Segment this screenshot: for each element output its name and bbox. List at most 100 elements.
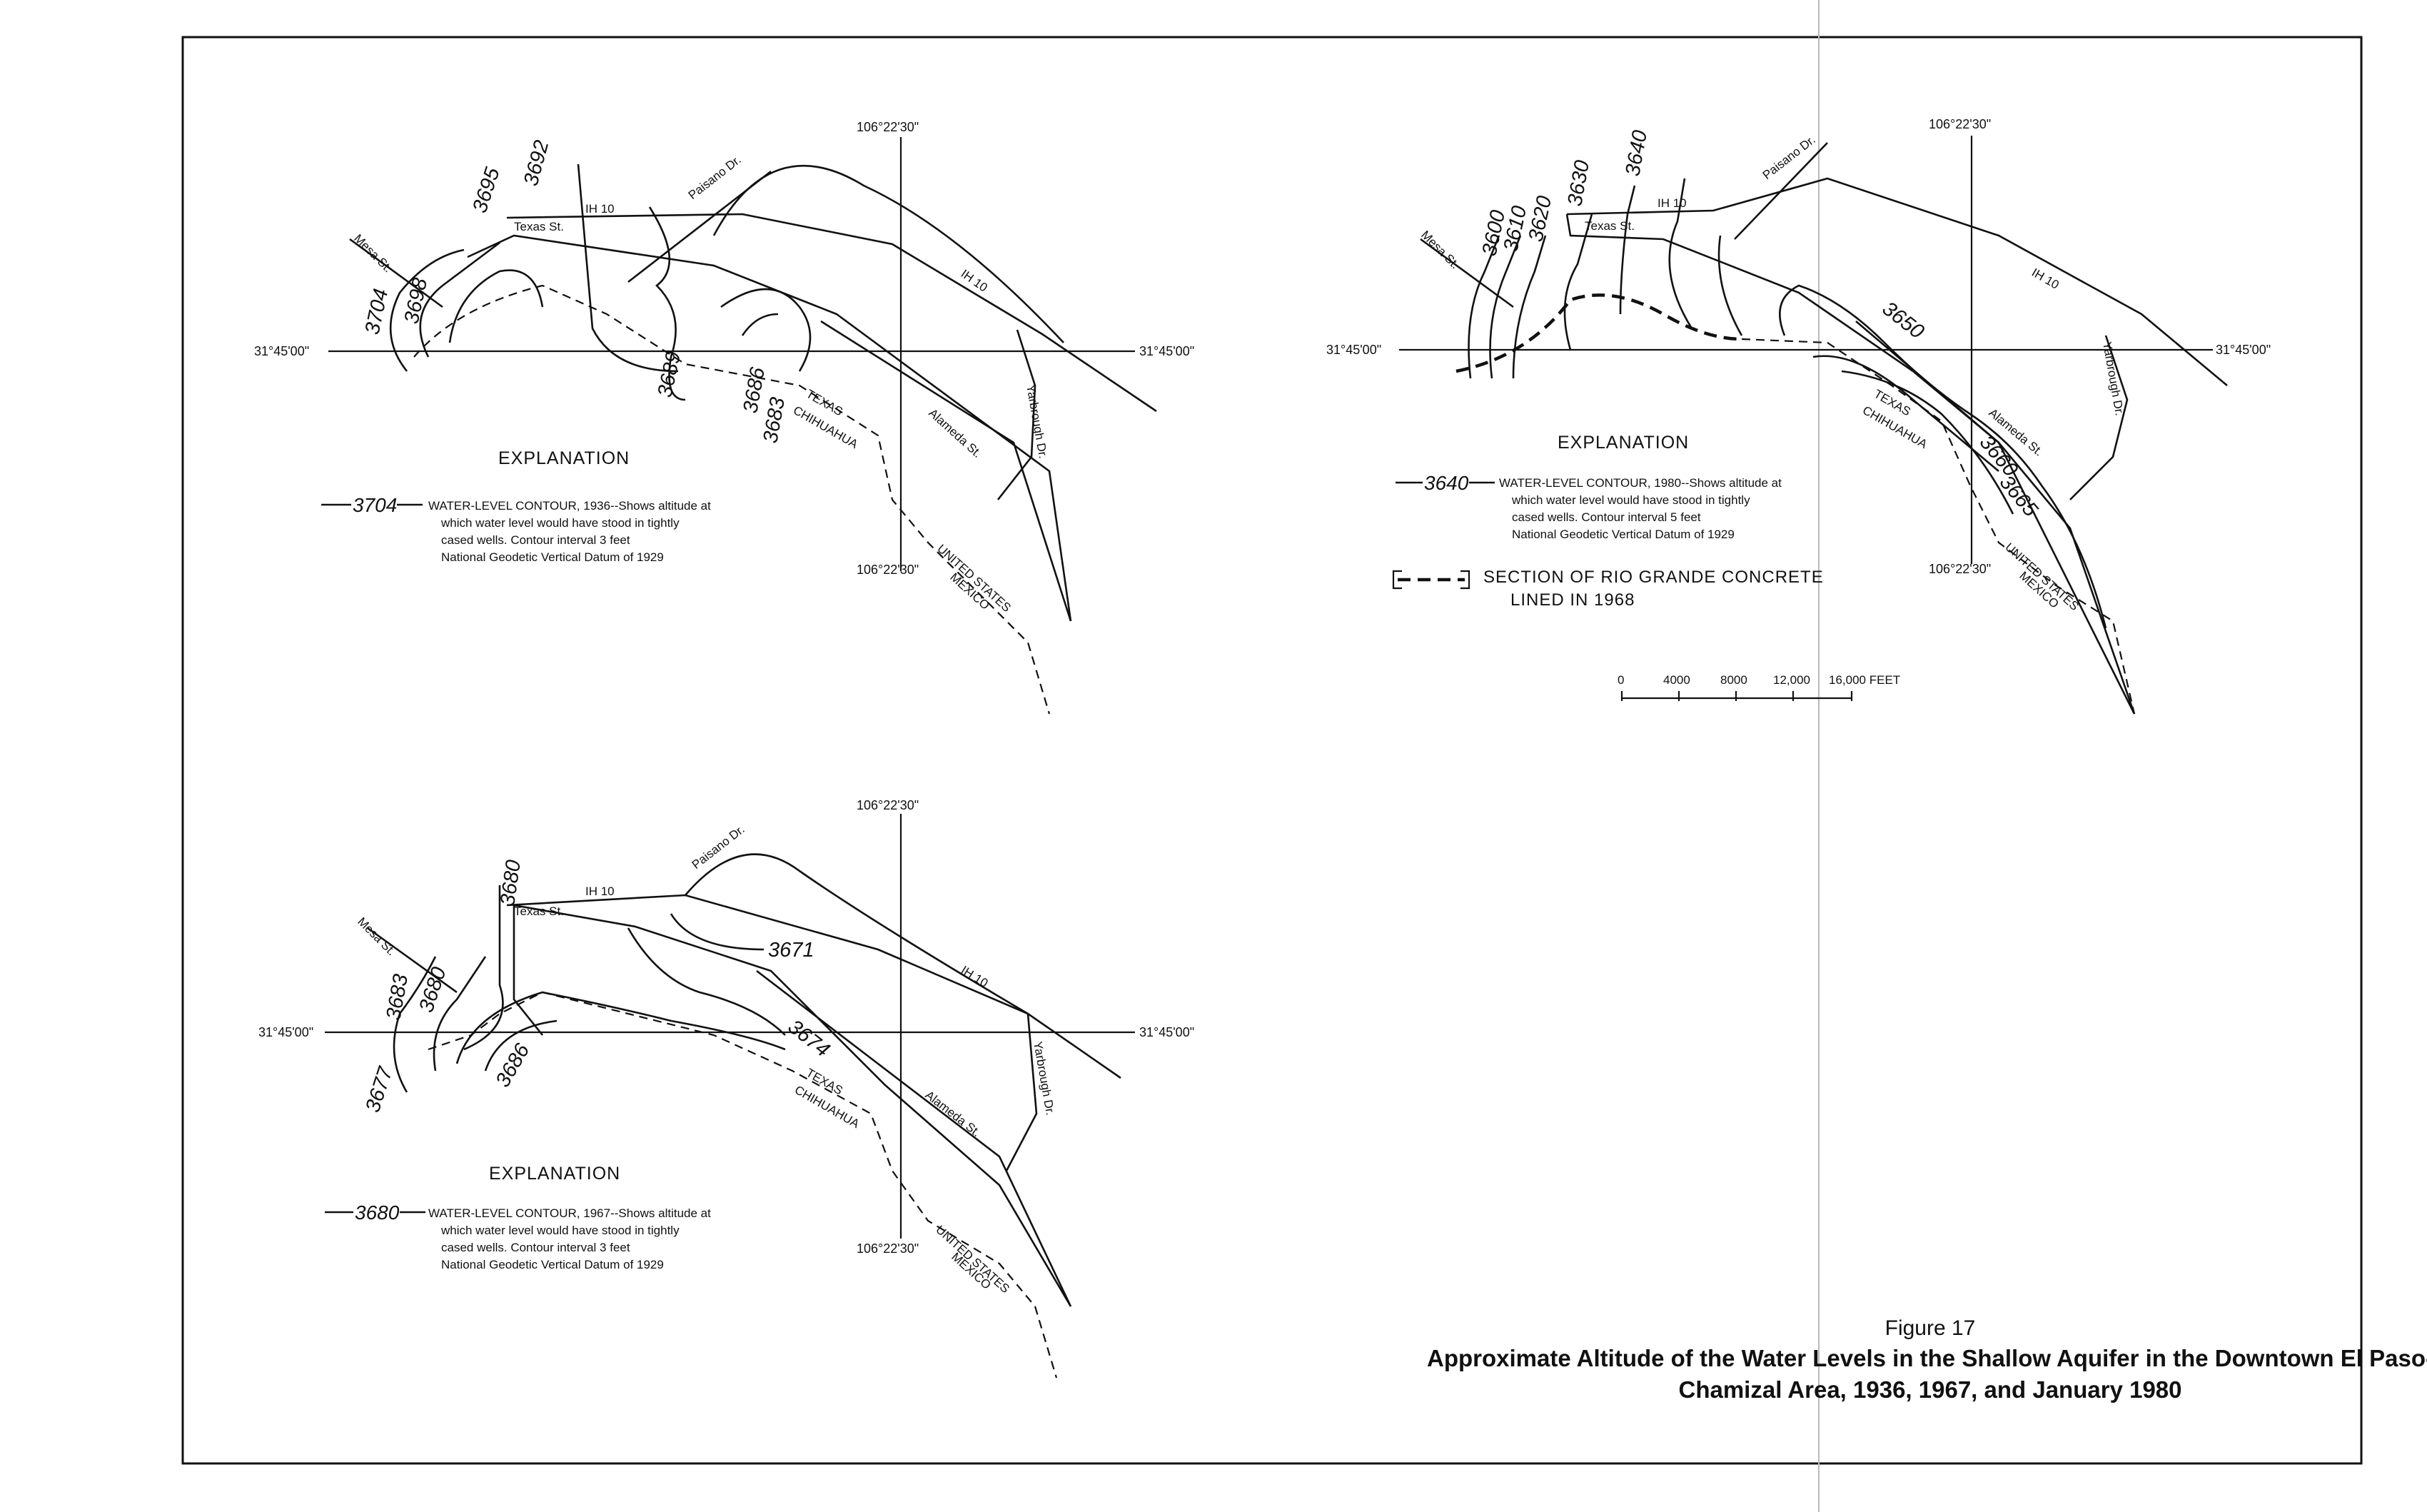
alameda-label: Alameda St. — [923, 1088, 984, 1139]
lon-label-bottom: 106°22'30" — [1929, 562, 1991, 576]
lat-label-left: 31°45'00" — [1326, 343, 1381, 357]
explanation-line: WATER-LEVEL CONTOUR, 1980--Shows altitud… — [1499, 476, 1782, 490]
contour-line — [455, 991, 786, 1064]
lat-label-right: 31°45'00" — [2216, 343, 2271, 357]
lat-label-left: 31°45'00" — [258, 1025, 313, 1039]
contour-label: 3674 — [784, 1015, 834, 1062]
lat-label-left: 31°45'00" — [254, 344, 309, 358]
ih10-label-east: IH 10 — [2029, 266, 2062, 292]
mesa-st-label: Mesa St. — [355, 914, 398, 958]
contour-line — [1468, 235, 1500, 379]
contour-label: 3677 — [361, 1063, 398, 1115]
contour-line — [741, 313, 779, 336]
yarbrough-label: Yarbrough Dr. — [1024, 383, 1050, 459]
explanation-line: WATER-LEVEL CONTOUR, 1967--Shows altitud… — [428, 1206, 711, 1220]
explanation-line: cased wells. Contour interval 5 feet — [1512, 510, 1701, 524]
paisano-label: Paisano Dr. — [686, 153, 744, 202]
legend-contour-value: 3704 — [353, 494, 397, 516]
contour-line — [448, 269, 544, 343]
texas-st-label: Texas St. — [514, 220, 564, 233]
contour-line — [393, 956, 437, 1093]
lat-label-right: 31°45'00" — [1139, 344, 1194, 358]
texas-st-label: Texas St. — [514, 904, 564, 918]
figure-title-line1: Approximate Altitude of the Water Levels… — [1427, 1345, 2427, 1371]
international-boundary — [413, 284, 1051, 715]
mesa-st-label: Mesa St. — [1418, 228, 1462, 271]
alameda-road — [820, 320, 1072, 622]
ih10-road — [506, 894, 1121, 1079]
contour-label: 3695 — [468, 164, 505, 216]
figure-frame — [181, 36, 2363, 1465]
lon-label-bottom: 106°22'30" — [857, 1241, 919, 1256]
contour-label: 3704 — [361, 287, 393, 337]
explanation-line: National Geodetic Vertical Datum of 1929 — [441, 1258, 664, 1271]
explanation-heading: EXPLANATION — [498, 448, 630, 468]
yarbrough-label: Yarbrough Dr. — [1031, 1040, 1057, 1116]
section-legend-line: SECTION OF RIO GRANDE CONCRETE — [1483, 568, 1824, 587]
contour-label: 3640 — [1621, 128, 1652, 178]
scale-label: 12,000 — [1773, 673, 1810, 687]
map-1980: 106°22'30" 106°22'30" 31°45'00" 31°45'00… — [1326, 117, 2271, 715]
contour-line — [670, 913, 765, 951]
contour-line — [419, 241, 500, 358]
contour-line — [389, 248, 465, 372]
contour-line — [1619, 185, 1636, 315]
international-boundary — [1741, 338, 2136, 715]
contour-line — [577, 163, 679, 373]
explanation-heading: EXPLANATION — [489, 1164, 620, 1184]
explanation-line: WATER-LEVEL CONTOUR, 1936--Shows altitud… — [428, 499, 711, 513]
contour-label: 3630 — [1563, 158, 1594, 208]
legend-contour-value: 3680 — [355, 1201, 400, 1224]
alameda-road — [1855, 321, 2136, 715]
contour-line — [648, 206, 686, 401]
contour-line — [1841, 370, 2014, 515]
ih10-label-west: IH 10 — [585, 884, 615, 898]
lon-label-top: 106°22'30" — [857, 798, 919, 812]
ih10-label-east: IH 10 — [959, 267, 990, 295]
mesa-st-road — [349, 238, 443, 308]
contour-line — [463, 885, 504, 1051]
ih10-label-west: IH 10 — [585, 202, 615, 216]
texas-st-road — [513, 904, 1072, 1307]
lon-label-top: 106°22'30" — [857, 120, 919, 134]
boundary-united-states: UNITED STATES — [2002, 540, 2082, 613]
contour-line — [627, 927, 786, 1036]
yarbrough-road — [996, 329, 1036, 500]
texas-st-road — [1565, 213, 2136, 715]
contour-line — [720, 288, 812, 372]
contour-label: 3680 — [496, 859, 525, 907]
contour-label: 3680 — [415, 964, 450, 1015]
scale-label: 16,000 FEET — [1829, 673, 1900, 687]
legend-section-bracket-left — [1392, 570, 1402, 590]
lon-label-bottom: 106°22'30" — [857, 563, 919, 577]
figure-number: Figure 17 — [1885, 1316, 1976, 1340]
contour-line — [1779, 284, 2107, 629]
scale-label: 0 — [1618, 673, 1624, 687]
contour-line — [1512, 235, 1547, 379]
scale-bar: 0 4000 8000 12,000 16,000 FEET — [1618, 673, 1900, 701]
yarbrough-road — [1005, 1013, 1038, 1171]
lat-label-right: 31°45'00" — [1139, 1025, 1194, 1039]
contour-label: 3620 — [1525, 194, 1557, 244]
paisano-label: Paisano Dr. — [1760, 133, 1818, 182]
paisano-road — [685, 853, 1029, 1015]
explanation-line: which water level would have stood in ti… — [1511, 493, 1750, 507]
international-boundary — [428, 991, 1058, 1379]
yarbrough-road — [2069, 335, 2129, 500]
legend-contour-value: 3640 — [1424, 472, 1469, 494]
alameda-road — [756, 969, 1072, 1307]
contour-line — [484, 1019, 557, 1072]
contour-label: 3698 — [400, 276, 433, 326]
contour-label: 3689 — [654, 350, 686, 400]
explanation-line: which water level would have stood in ti… — [440, 516, 680, 530]
scale-label: 4000 — [1663, 673, 1690, 687]
scale-label: 8000 — [1720, 673, 1747, 687]
mesa-st-road — [367, 927, 458, 994]
explanation-line: which water level would have stood in ti… — [440, 1224, 680, 1237]
map-1967: 106°22'30" 106°22'30" 31°45'00" 31°45'00… — [258, 798, 1194, 1379]
explanation-line: National Geodetic Vertical Datum of 1929 — [1512, 528, 1735, 541]
explanation-heading: EXPLANATION — [1558, 433, 1689, 453]
texas-st-label: Texas St. — [1585, 219, 1635, 233]
contour-label: 3671 — [768, 939, 814, 962]
contour-line — [1717, 235, 1743, 336]
